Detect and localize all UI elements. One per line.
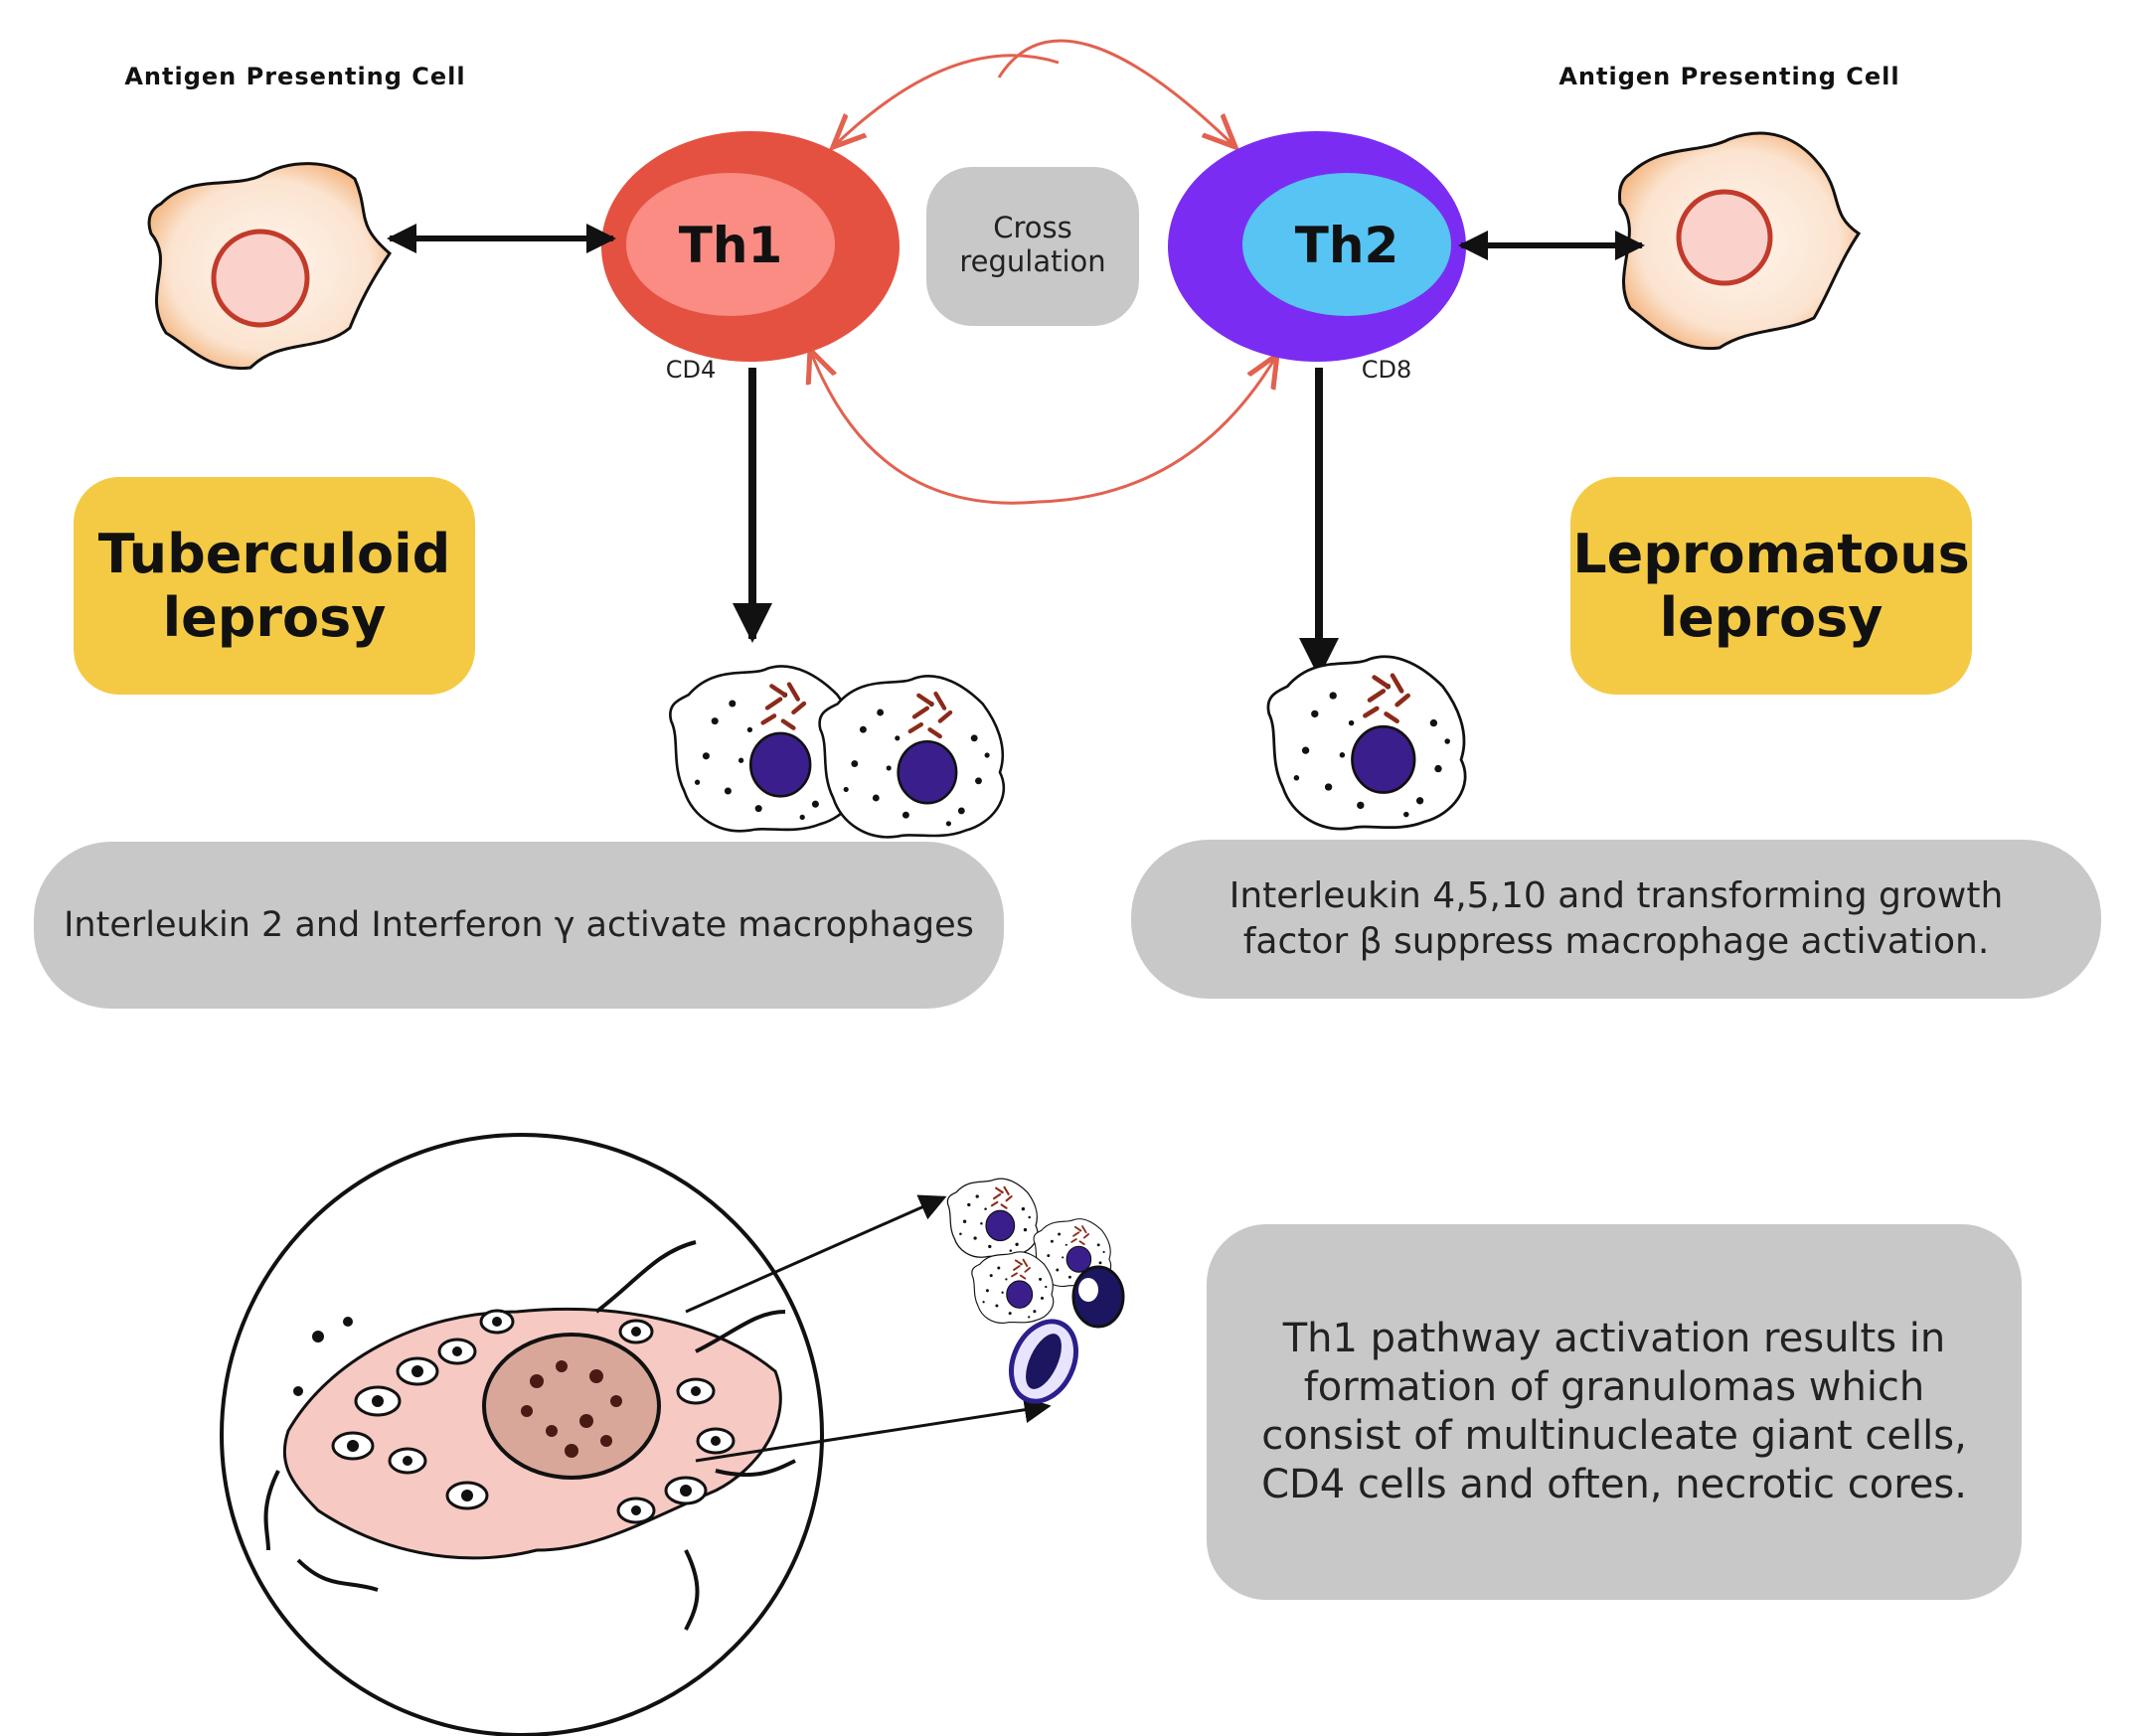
- cross-regulation-arrow-bottom-right: [1038, 355, 1277, 504]
- macrophage-icon: [820, 676, 1004, 837]
- apc-left-label: Antigen Presenting Cell: [124, 63, 466, 90]
- th2-label: Th2: [1294, 217, 1399, 274]
- granuloma-cells-cluster-icon: [946, 1178, 1125, 1404]
- th1-effect-box: Interleukin 2 and Interferon γ activate …: [34, 842, 1004, 1009]
- macrophage-icon: [1268, 657, 1465, 829]
- th1-cell-icon: [601, 131, 900, 362]
- granuloma-histology-icon: [220, 1133, 824, 1736]
- th1-label: Th1: [678, 217, 783, 274]
- antigen-presenting-cell-right-icon: [1618, 131, 1862, 351]
- th1-effect-text: Interleukin 2 and Interferon γ activate …: [64, 905, 974, 945]
- tuberculoid-leprosy-label: Tuberculoid leprosy: [97, 522, 451, 649]
- antigen-presenting-cell-left-icon: [147, 162, 392, 371]
- zoom-arrow-bottom: [695, 1396, 1052, 1463]
- th2-effect-box: Interleukin 4,5,10 and transforming grow…: [1131, 840, 2101, 999]
- apc-right-label: Antigen Presenting Cell: [1558, 63, 1900, 90]
- cd8-label: CD8: [1361, 356, 1412, 384]
- cross-regulation-box: [926, 167, 1139, 326]
- cd4-label: CD4: [665, 356, 717, 384]
- lepromatous-leprosy-label: Lepromatous leprosy: [1572, 522, 1970, 649]
- th2-cell-icon: [1168, 131, 1466, 362]
- lepromatous-leprosy-box: Lepromatous leprosy: [1570, 477, 1972, 695]
- tuberculoid-leprosy-box: Tuberculoid leprosy: [74, 477, 475, 695]
- granuloma-note-text: Th1 pathway activation results in format…: [1261, 1316, 1967, 1507]
- zoom-arrow-top: [685, 1194, 947, 1314]
- cross-regulation-arrow-top-left: [833, 54, 1060, 147]
- cross-regulation-arrow-bottom: [810, 350, 1040, 505]
- granuloma-note-box: Th1 pathway activation results in format…: [1207, 1224, 2022, 1600]
- th2-effect-text: Interleukin 4,5,10 and transforming grow…: [1229, 875, 2004, 962]
- cross-regulation-label: Cross regulation: [959, 211, 1106, 278]
